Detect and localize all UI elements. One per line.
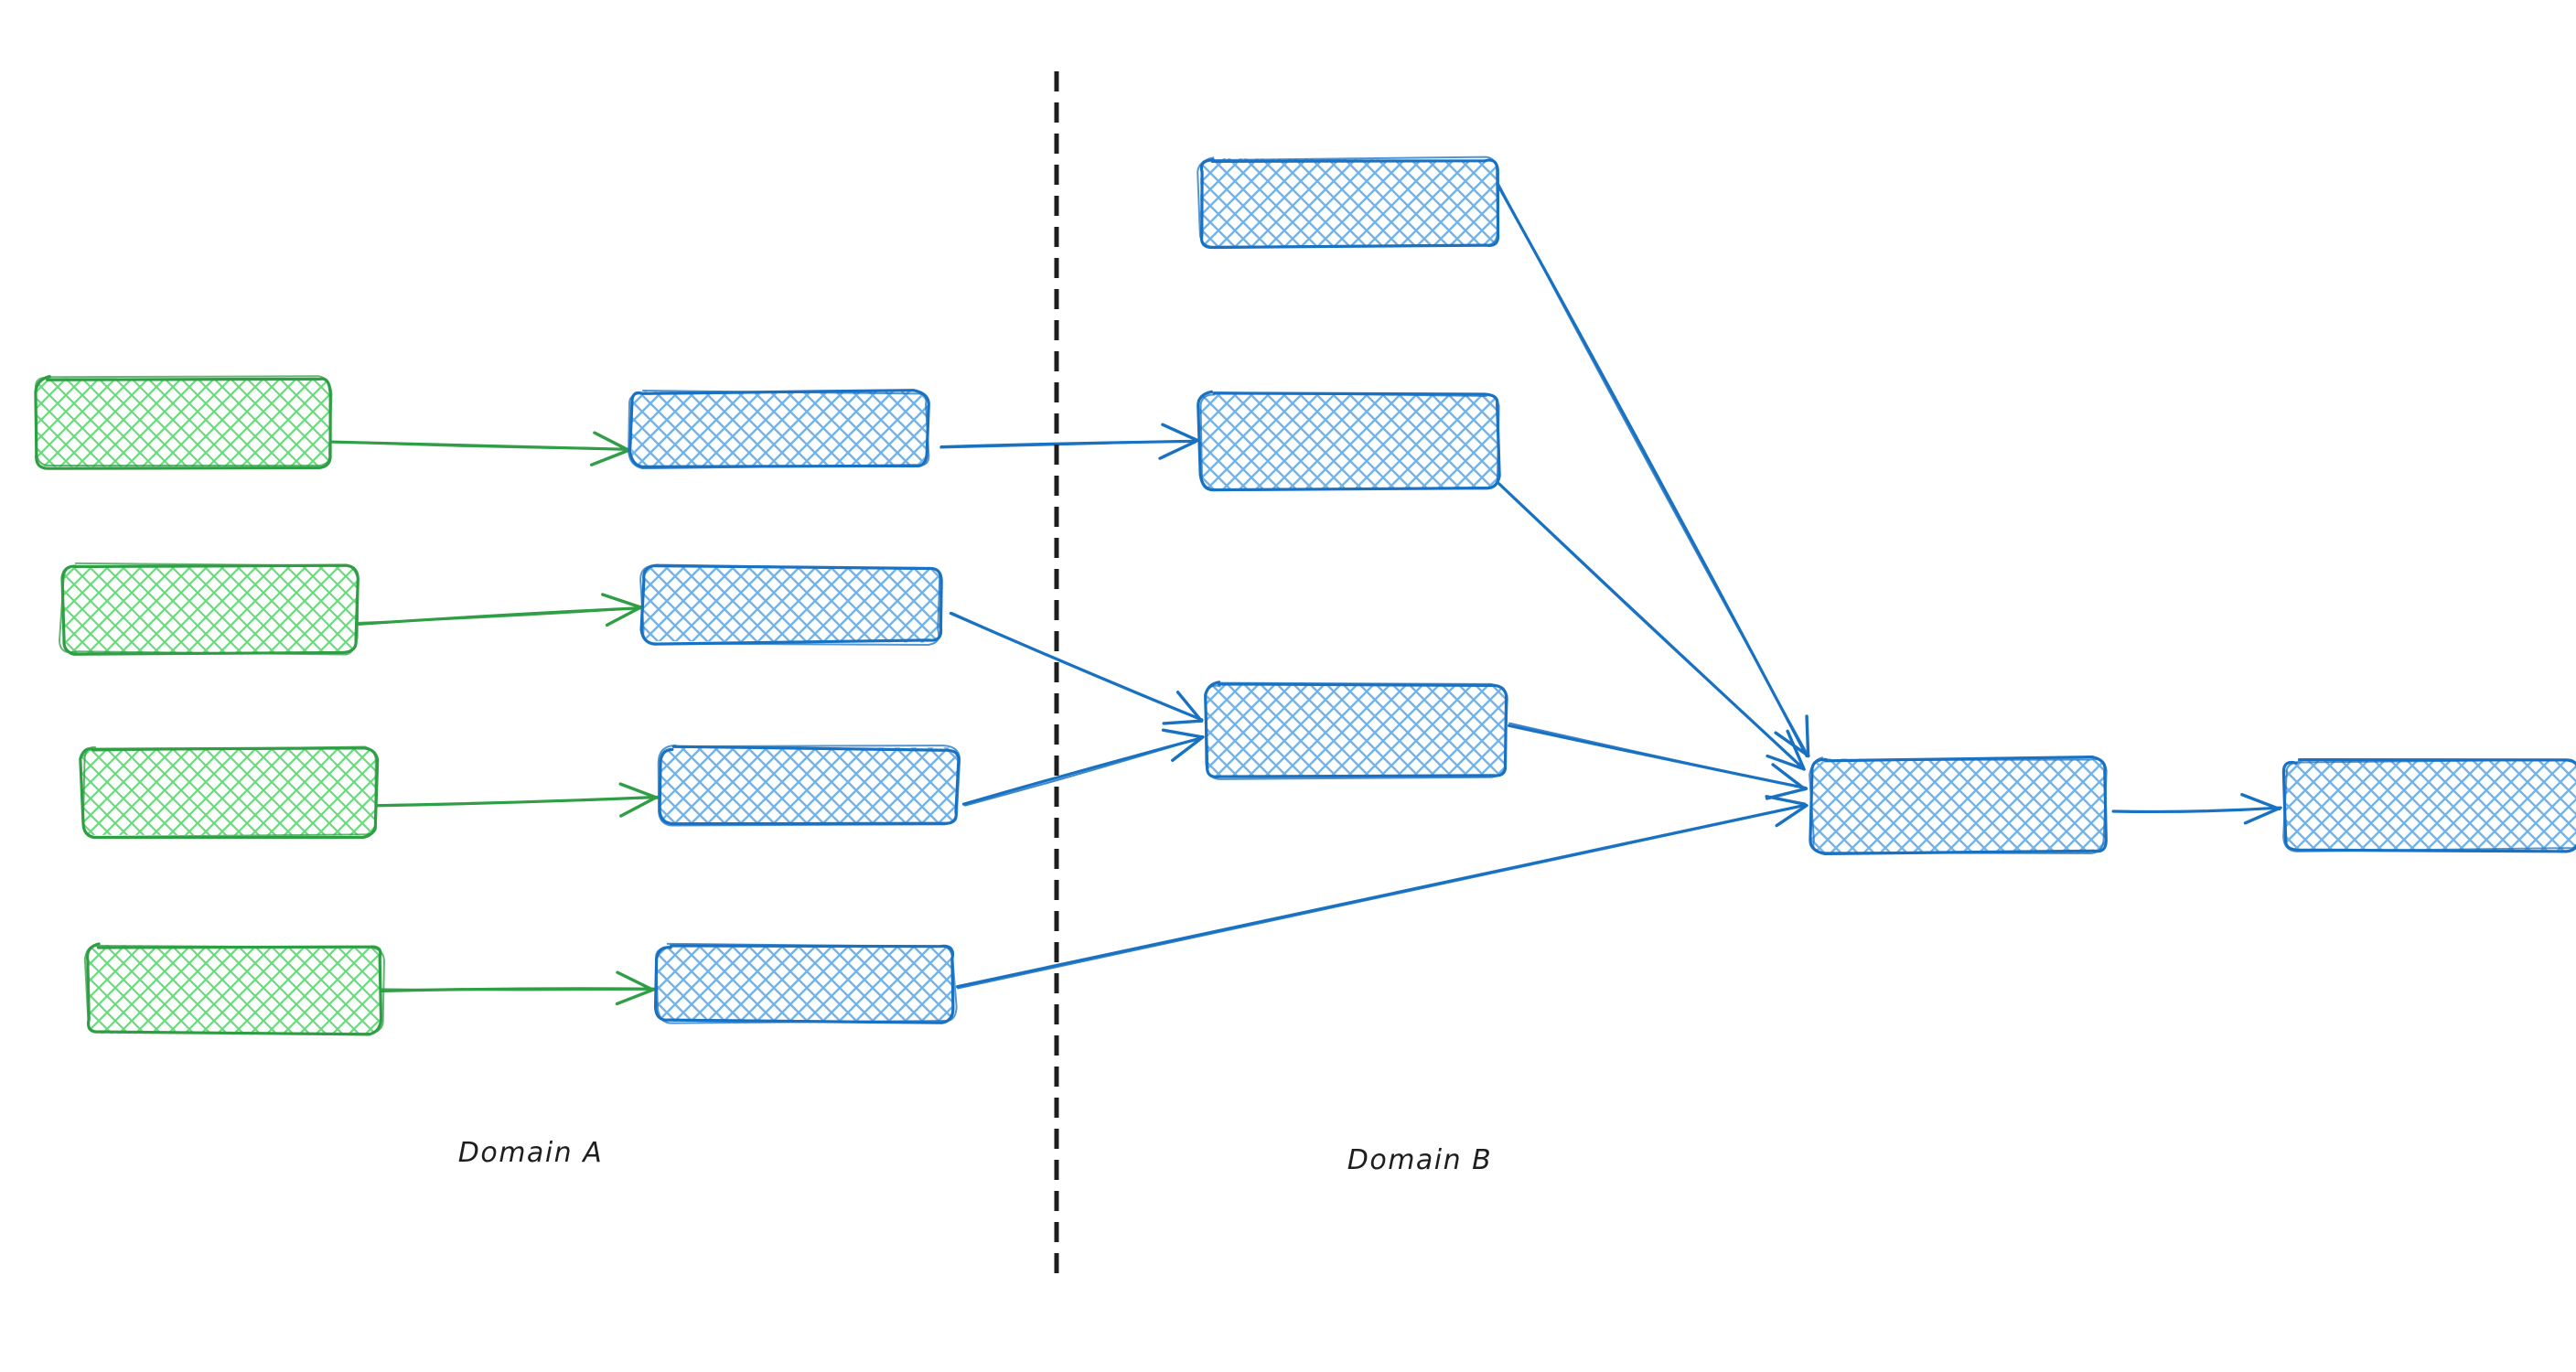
node-fill [656, 945, 955, 1023]
labels-layer: Domain A Domain B [458, 1137, 1493, 1176]
node-box-a1[interactable] [34, 375, 333, 470]
node-outline-secondary [81, 745, 378, 838]
edge-line [379, 795, 658, 807]
edge-line [957, 804, 1807, 990]
arrowhead-stroke [1162, 719, 1203, 725]
node-outline-secondary [1204, 681, 1508, 780]
node-outline-secondary [1199, 391, 1500, 492]
edge-arrow [949, 611, 1204, 725]
node-fill [81, 747, 377, 836]
node-outline-secondary [657, 745, 961, 827]
node-box-b1[interactable] [1197, 155, 1500, 250]
node-outline-secondary [59, 562, 360, 656]
edge-arrow [357, 593, 643, 627]
node-box-b4[interactable] [1809, 756, 2108, 856]
arrowhead-stroke [605, 605, 643, 627]
arrowhead-stroke [1805, 714, 1810, 758]
edge-arrow [961, 728, 1205, 807]
edge-line [950, 612, 1204, 722]
edge-line [1508, 722, 1808, 789]
node-box-b5[interactable] [2281, 757, 2576, 853]
node-outline-secondary [34, 375, 333, 467]
arrowhead-stroke [618, 782, 659, 799]
edge-arrow [380, 970, 656, 1006]
arrowhead-stroke [1766, 754, 1805, 771]
edge-arrow [2111, 793, 2282, 825]
node-fill [1206, 683, 1505, 777]
arrowhead-stroke [619, 796, 658, 818]
node-box-m3[interactable] [657, 745, 961, 827]
edge-line [2111, 807, 2281, 813]
node-fill [86, 945, 382, 1034]
node-box-b2[interactable] [1197, 390, 1501, 492]
node-outline-secondary [1809, 756, 2108, 854]
edge-line [1497, 481, 1805, 769]
arrowhead-stroke [1765, 787, 1809, 800]
edge-arrow [376, 782, 659, 818]
arrowhead-stroke [589, 448, 630, 466]
arrowhead-stroke [1171, 735, 1205, 762]
arrowhead-stroke [1161, 423, 1199, 443]
edge-line [1497, 181, 1810, 757]
arrowhead-stroke [2243, 807, 2281, 825]
arrowhead-stroke [1175, 691, 1204, 723]
edge-arrow [1507, 722, 1809, 800]
node-outline-secondary [628, 390, 930, 470]
arrowhead-stroke [1161, 728, 1204, 739]
node-outline [2281, 757, 2576, 853]
edge-arrow [1497, 481, 1806, 771]
edge-arrow [328, 431, 630, 466]
node-box-m2[interactable] [639, 563, 943, 646]
arrowhead-stroke [1786, 729, 1806, 770]
label-domain-a: Domain A [458, 1137, 603, 1169]
node-box-b3[interactable] [1204, 681, 1508, 780]
node-outline [653, 944, 955, 1024]
edge-line [329, 440, 630, 450]
nodes-layer [34, 155, 2576, 1036]
node-fill [61, 564, 358, 654]
node-fill [35, 378, 332, 467]
node-outline-secondary [1197, 155, 1499, 248]
node-outline [60, 563, 360, 656]
node-fill [1200, 157, 1499, 247]
edge-arrow [939, 423, 1199, 460]
arrowhead-stroke [1158, 439, 1197, 460]
label-domain-b: Domain B [1347, 1144, 1493, 1176]
node-outline-secondary [83, 944, 385, 1034]
node-fill [2284, 759, 2576, 851]
arrowhead-stroke [615, 988, 655, 1006]
node-fill [1199, 392, 1498, 489]
node-box-a2[interactable] [59, 562, 360, 656]
arrowhead-stroke [601, 593, 643, 609]
arrowhead-stroke [1775, 803, 1809, 828]
arrowhead-stroke [616, 970, 655, 991]
edge-line [964, 736, 1204, 807]
node-box-a4[interactable] [83, 942, 385, 1036]
arrowhead-stroke [1771, 763, 1807, 791]
node-fill [642, 566, 941, 643]
edge-arrow [955, 795, 1809, 990]
node-fill [660, 747, 959, 824]
edge-line [357, 606, 641, 624]
node-box-a3[interactable] [79, 745, 380, 840]
node-fill [630, 391, 929, 467]
node-outline-secondary [655, 942, 958, 1024]
edge-line [939, 439, 1198, 449]
node-fill [1810, 758, 2107, 853]
node-outline-secondary [639, 563, 941, 646]
edges-layer [328, 181, 2282, 1006]
edge-arrow [1496, 181, 1810, 758]
node-box-m4[interactable] [653, 942, 958, 1024]
edge-line [381, 988, 653, 991]
arrowhead-stroke [2240, 793, 2281, 811]
node-box-m1[interactable] [628, 389, 930, 470]
arrowhead-stroke [593, 431, 629, 452]
